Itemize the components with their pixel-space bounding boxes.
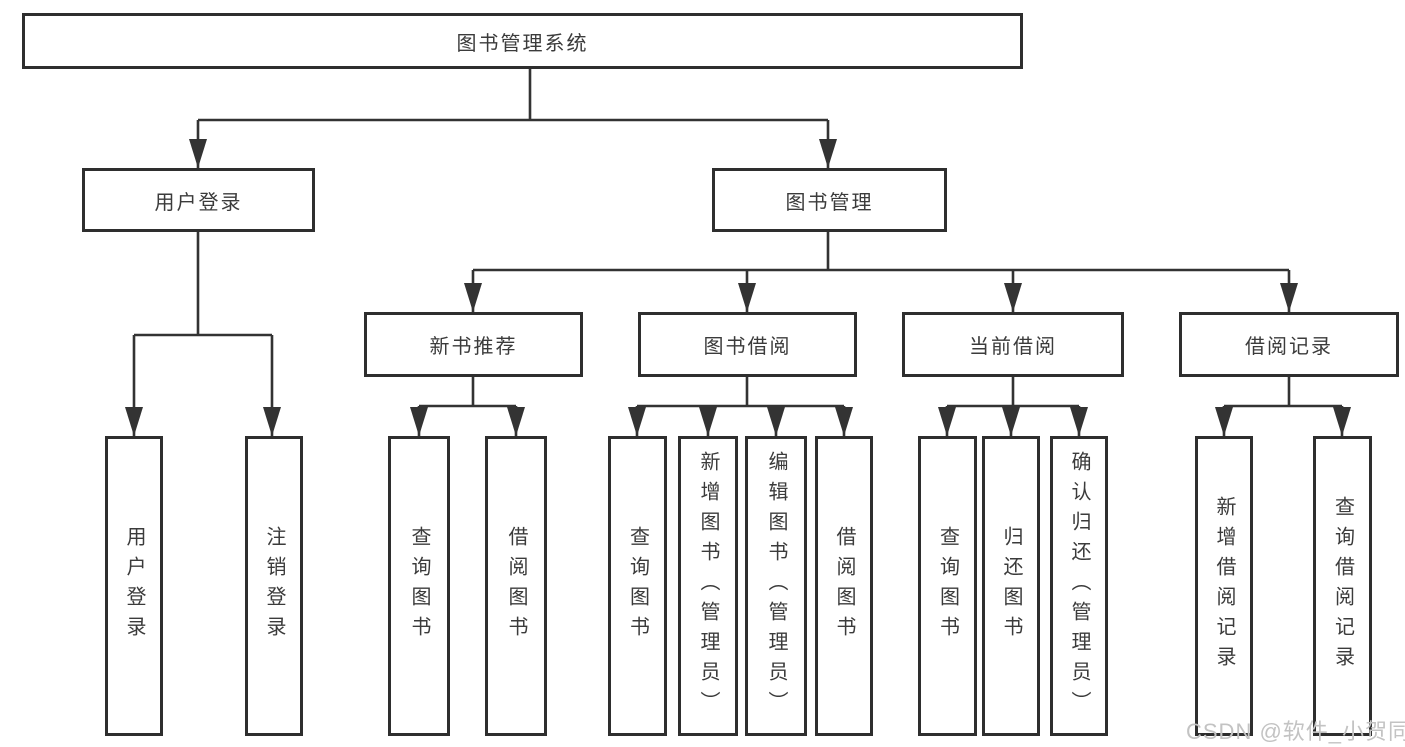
leaf-query-borrow-record-label: 查询借阅记录 [1331, 496, 1354, 676]
leaf-edit-book-admin: 编辑图书（管理员） [745, 436, 807, 736]
leaf-edit-book-admin-label: 编辑图书（管理员） [765, 451, 787, 721]
leaf-borrow-books-newbook-label: 借阅图书 [505, 526, 527, 646]
leaf-borrow-books-borrow: 借阅图书 [815, 436, 873, 736]
leaf-add-book-admin-label: 新增图书（管理员） [697, 451, 719, 721]
leaf-add-book-admin: 新增图书（管理员） [678, 436, 738, 736]
leaf-logout: 注销登录 [245, 436, 303, 736]
leaf-query-books-current-label: 查询图书 [936, 526, 959, 646]
leaf-query-books-newbook: 查询图书 [388, 436, 450, 736]
node-current-borrow-label: 当前借阅 [969, 336, 1057, 358]
leaf-return-book-label: 归还图书 [1000, 526, 1022, 646]
node-user-login: 用户登录 [82, 168, 315, 232]
node-new-book-recommend-label: 新书推荐 [429, 336, 518, 358]
node-root: 图书管理系统 [22, 13, 1023, 69]
leaf-user-login: 用户登录 [105, 436, 163, 736]
leaf-add-borrow-record-label: 新增借阅记录 [1213, 496, 1235, 676]
node-book-borrow: 图书借阅 [638, 312, 857, 377]
leaf-query-books-borrow: 查询图书 [608, 436, 667, 736]
leaf-confirm-return-admin-label: 确认归还（管理员） [1068, 451, 1090, 721]
leaf-query-books-borrow-label: 查询图书 [626, 526, 649, 646]
node-current-borrow: 当前借阅 [902, 312, 1124, 377]
leaf-query-books-current: 查询图书 [918, 436, 977, 736]
node-borrow-record: 借阅记录 [1179, 312, 1399, 377]
node-borrow-record-label: 借阅记录 [1245, 336, 1333, 358]
leaf-query-books-newbook-label: 查询图书 [408, 526, 430, 646]
leaf-return-book: 归还图书 [982, 436, 1040, 736]
node-root-label: 图书管理系统 [456, 32, 589, 55]
leaf-borrow-books-borrow-label: 借阅图书 [833, 526, 855, 646]
node-book-borrow-label: 图书借阅 [703, 336, 792, 358]
leaf-add-borrow-record: 新增借阅记录 [1195, 436, 1253, 736]
watermark: CSDN @软件_小贺同学 [1186, 719, 1405, 744]
node-new-book-recommend: 新书推荐 [364, 312, 583, 377]
node-user-login-label: 用户登录 [154, 191, 243, 214]
leaf-confirm-return-admin: 确认归还（管理员） [1050, 436, 1108, 736]
leaf-borrow-books-newbook: 借阅图书 [485, 436, 547, 736]
leaf-logout-label: 注销登录 [263, 526, 285, 646]
node-book-management-label: 图书管理 [785, 191, 874, 214]
leaf-user-login-label: 用户登录 [123, 526, 145, 646]
node-book-management: 图书管理 [712, 168, 947, 232]
leaf-query-borrow-record: 查询借阅记录 [1313, 436, 1372, 736]
